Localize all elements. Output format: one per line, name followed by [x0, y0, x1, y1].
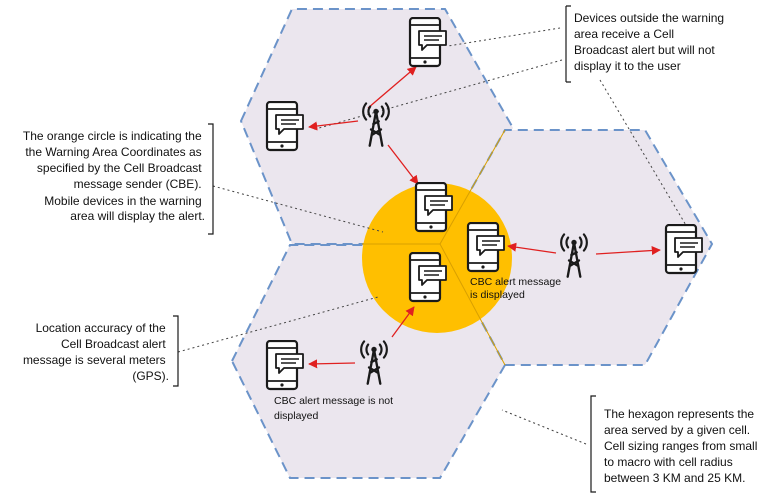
leader-hexagon	[501, 409, 587, 445]
displayed-label: CBC alert message is displayed	[470, 276, 564, 301]
arrow-right-tower-to-right-device	[595, 245, 661, 256]
svg-text:The orange circle is indicatin: The orange circle is indicating the the …	[23, 129, 205, 223]
annotation-location-accuracy: Location accuracy of the Cell Broadcast …	[23, 315, 179, 387]
arrow-bottom-tower-to-left-device	[308, 359, 356, 369]
annotation-outside-devices: Devices outside the warning area receive…	[565, 5, 727, 83]
svg-text:Devices outside the warning: Devices outside the warning area receive…	[574, 11, 727, 73]
smartphone-message-icon	[466, 222, 506, 273]
smartphone-message-icon	[265, 340, 305, 391]
arrow-tower-to-left-device	[308, 120, 359, 131]
leader-outside-devices	[447, 27, 561, 47]
arrow-tower-to-top-device	[367, 66, 417, 109]
arrow-right-tower-to-circle-device	[507, 242, 557, 254]
not-displayed-label: CBC alert message is not displayed	[274, 395, 396, 422]
svg-text:Location accuracy of the: Location accuracy of the Cell Broadcast …	[23, 321, 169, 383]
arrow-tower-to-circle-device	[387, 144, 419, 185]
annotation-orange-circle: The orange circle is indicating the the …	[23, 123, 214, 235]
leader-orange-circle	[212, 185, 384, 233]
smartphone-message-icon	[414, 182, 454, 233]
smartphone-message-icon	[265, 101, 305, 152]
smartphone-message-icon	[408, 17, 448, 68]
cell-boundary-line	[439, 129, 506, 245]
smartphone-message-icon	[408, 252, 448, 303]
svg-text:The hexagon represents the: The hexagon represents the area served b…	[604, 407, 761, 485]
leader-outside-devices-2	[311, 59, 563, 131]
smartphone-message-icon	[664, 224, 704, 275]
arrow-bottom-tower-to-circle-device	[391, 306, 415, 338]
annotation-hexagon: The hexagon represents the area served b…	[590, 395, 761, 493]
